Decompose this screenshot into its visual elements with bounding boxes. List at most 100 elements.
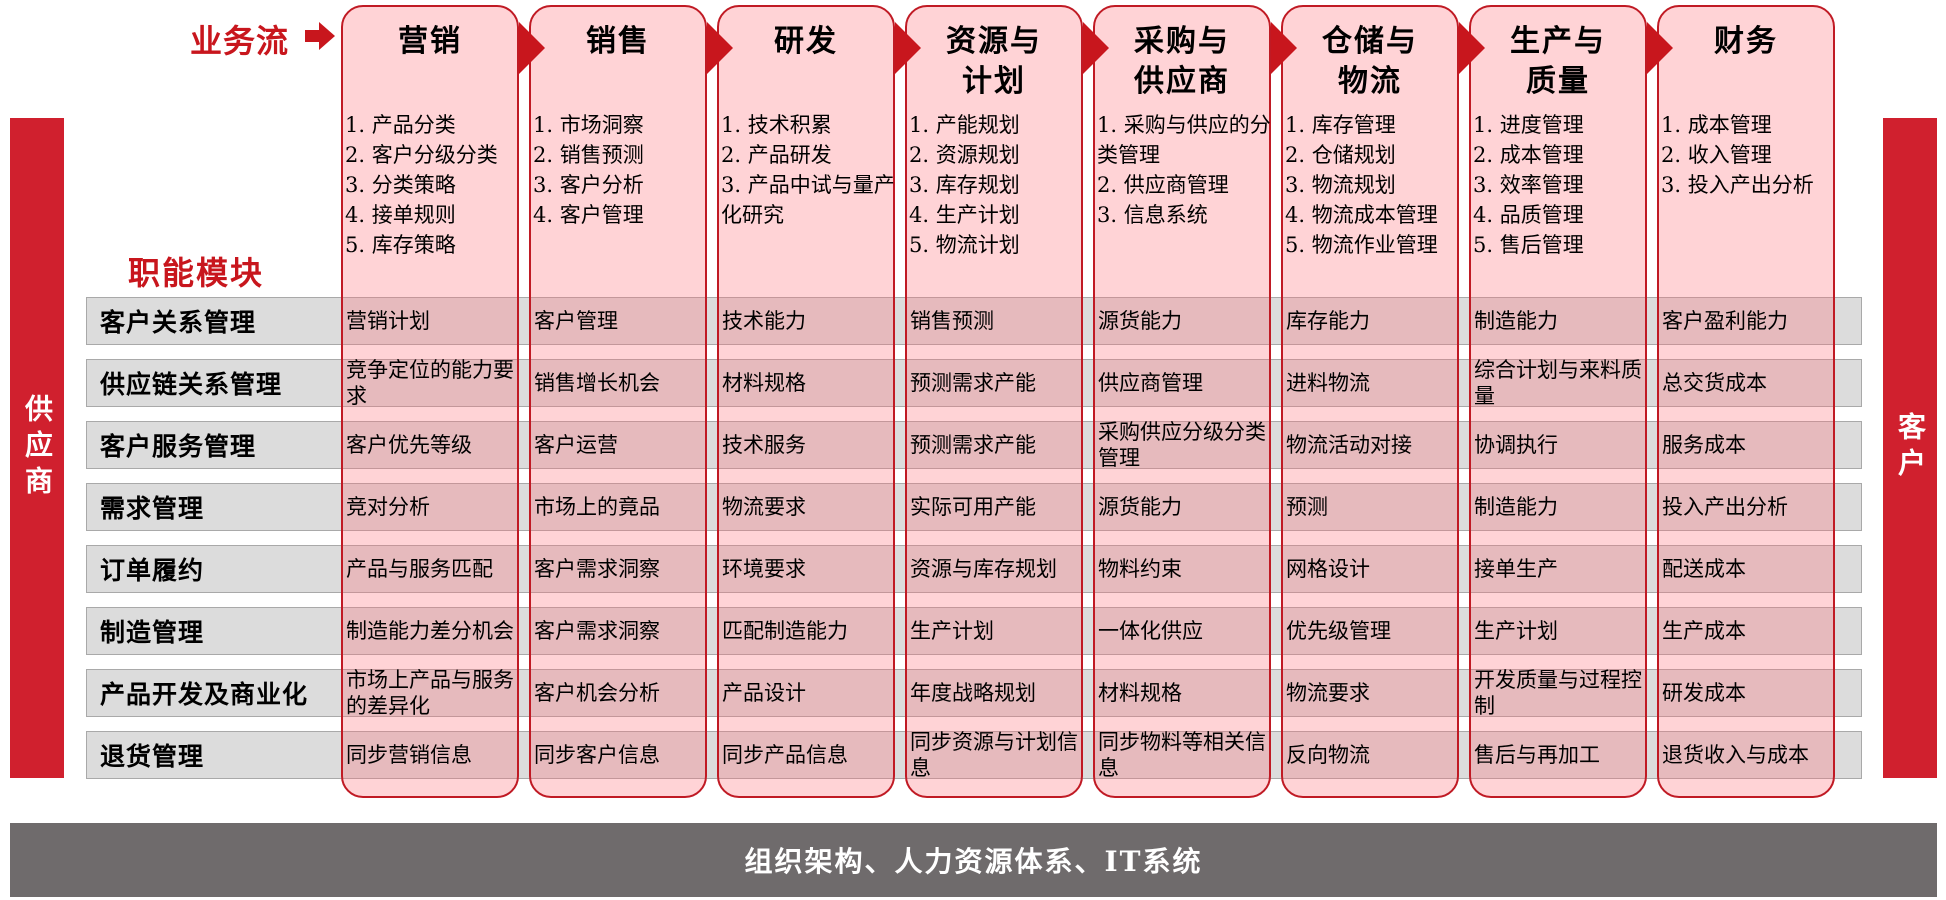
column-title: 仓储与 物流: [1322, 24, 1418, 99]
matrix-cell: 产品与服务匹配: [346, 557, 493, 581]
chevron-right-icon: [707, 22, 733, 74]
column-list: 1. 产能规划 2. 资源规划 3. 库存规划 4. 生产计划 5. 物流计划: [905, 110, 1083, 260]
customer-bar: 客户: [1883, 118, 1937, 778]
column-list: 1. 采购与供应的分类管理 2. 供应商管理 3. 信息系统: [1093, 110, 1271, 230]
matrix-cell: 进料物流: [1286, 371, 1370, 395]
matrix-cell: 售后与再加工: [1474, 743, 1600, 767]
list-item: 3. 物流规划: [1285, 173, 1396, 197]
matrix-cell: 投入产出分析: [1662, 495, 1788, 519]
matrix-cell: 生产成本: [1662, 619, 1746, 643]
matrix-cell: 研发成本: [1662, 681, 1746, 705]
column-title: 研发: [774, 24, 838, 59]
matrix-cell: 供应商管理: [1098, 371, 1203, 395]
list-item: 2. 仓储规划: [1285, 143, 1396, 167]
matrix-cell: 开发质量与过程控制: [1474, 668, 1642, 718]
matrix-cell: 技术能力: [722, 309, 806, 333]
row-label: 客户服务管理: [100, 432, 257, 461]
matrix-cell: 协调执行: [1474, 433, 1558, 457]
row-strip: [86, 545, 1862, 593]
list-item: 2. 收入管理: [1661, 143, 1772, 167]
list-item: 3. 产品中试与量产化研究: [721, 173, 895, 227]
matrix-cell: 客户机会分析: [534, 681, 660, 705]
matrix-cell: 生产计划: [910, 619, 994, 643]
matrix-cell: 物流活动对接: [1286, 433, 1412, 457]
list-item: 3. 库存规划: [909, 173, 1020, 197]
matrix-cell: 预测: [1286, 495, 1328, 519]
flow-column-box: [1281, 5, 1459, 798]
list-item: 1. 产品分类: [345, 113, 456, 137]
matrix-cell: 客户优先等级: [346, 433, 472, 457]
matrix-cell: 物流要求: [1286, 681, 1370, 705]
functional-module-label: 职能模块: [128, 254, 265, 292]
matrix-cell: 源货能力: [1098, 495, 1182, 519]
matrix-cell: 预测需求产能: [910, 371, 1036, 395]
matrix-cell: 资源与库存规划: [910, 557, 1057, 581]
matrix-cell: 同步资源与计划信息: [910, 730, 1078, 780]
matrix-cell: 物流要求: [722, 495, 806, 519]
chevron-right-icon: [1271, 22, 1297, 74]
list-item: 1. 采购与供应的分类管理: [1097, 113, 1271, 167]
column-title: 生产与 质量: [1510, 24, 1606, 99]
row-strip: [86, 731, 1862, 779]
matrix-cell: 制造能力差分机会: [346, 619, 514, 643]
list-item: 2. 产品研发: [721, 143, 832, 167]
flow-column-box: [717, 5, 895, 798]
chevron-right-icon: [1083, 22, 1109, 74]
row-label: 需求管理: [100, 494, 205, 523]
list-item: 2. 销售预测: [533, 143, 644, 167]
column-list: 1. 技术积累 2. 产品研发 3. 产品中试与量产化研究: [717, 110, 895, 230]
matrix-cell: 市场上产品与服务的差异化: [346, 668, 514, 718]
flow-column-box: [905, 5, 1083, 798]
matrix-cell: 销售增长机会: [534, 371, 660, 395]
row-label: 订单履约: [100, 556, 205, 585]
matrix-cell: 制造能力: [1474, 495, 1558, 519]
column-title: 销售: [586, 24, 650, 59]
matrix-cell: 综合计划与来料质量: [1474, 358, 1642, 408]
list-item: 2. 供应商管理: [1097, 173, 1229, 197]
list-item: 1. 进度管理: [1473, 113, 1584, 137]
list-item: 5. 物流作业管理: [1285, 233, 1438, 257]
flow-column-box: [1093, 5, 1271, 798]
list-item: 3. 投入产出分析: [1661, 173, 1814, 197]
list-item: 4. 接单规则: [345, 203, 456, 227]
row-strip: [86, 359, 1862, 407]
list-item: 1. 成本管理: [1661, 113, 1772, 137]
list-item: 4. 物流成本管理: [1285, 203, 1438, 227]
matrix-cell: 年度战略规划: [910, 681, 1036, 705]
chevron-right-icon: [895, 22, 921, 74]
matrix-cell: 竞对分析: [346, 495, 430, 519]
matrix-cell: 客户管理: [534, 309, 618, 333]
matrix-cell: 客户运营: [534, 433, 618, 457]
matrix-cell: 物料约束: [1098, 557, 1182, 581]
row-label: 供应链关系管理: [100, 370, 283, 399]
column-title: 资源与 计划: [946, 24, 1042, 99]
list-item: 1. 产能规划: [909, 113, 1020, 137]
matrix-cell: 采购供应分级分类管理: [1098, 420, 1266, 470]
matrix-cell: 营销计划: [346, 309, 430, 333]
matrix-cell: 源货能力: [1098, 309, 1182, 333]
list-item: 5. 库存策略: [345, 233, 456, 257]
list-item: 3. 客户分析: [533, 173, 644, 197]
list-item: 2. 客户分级分类: [345, 143, 498, 167]
list-item: 1. 库存管理: [1285, 113, 1396, 137]
matrix-cell: 材料规格: [722, 371, 806, 395]
matrix-cell: 环境要求: [722, 557, 806, 581]
flow-column-box: [341, 5, 519, 798]
chevron-right-icon: [1647, 22, 1673, 74]
matrix-cell: 同步客户信息: [534, 743, 660, 767]
matrix-cell: 生产计划: [1474, 619, 1558, 643]
matrix-cell: 优先级管理: [1286, 619, 1391, 643]
matrix-cell: 同步物料等相关信息: [1098, 730, 1266, 780]
matrix-cell: 制造能力: [1474, 309, 1558, 333]
foundation-bar: 组织架构、人力资源体系、IT系统: [10, 823, 1937, 897]
list-item: 3. 分类策略: [345, 173, 456, 197]
row-strip: [86, 297, 1862, 345]
matrix-cell: 总交货成本: [1662, 371, 1767, 395]
column-list: 1. 市场洞察 2. 销售预测 3. 客户分析 4. 客户管理: [529, 110, 707, 230]
column-list: 1. 库存管理 2. 仓储规划 3. 物流规划 4. 物流成本管理 5. 物流作…: [1281, 110, 1459, 260]
matrix-cell: 竞争定位的能力要求: [346, 358, 514, 408]
matrix-cell: 配送成本: [1662, 557, 1746, 581]
matrix-cell: 匹配制造能力: [722, 619, 848, 643]
column-title: 营销: [398, 24, 462, 59]
matrix-cell: 网格设计: [1286, 557, 1370, 581]
